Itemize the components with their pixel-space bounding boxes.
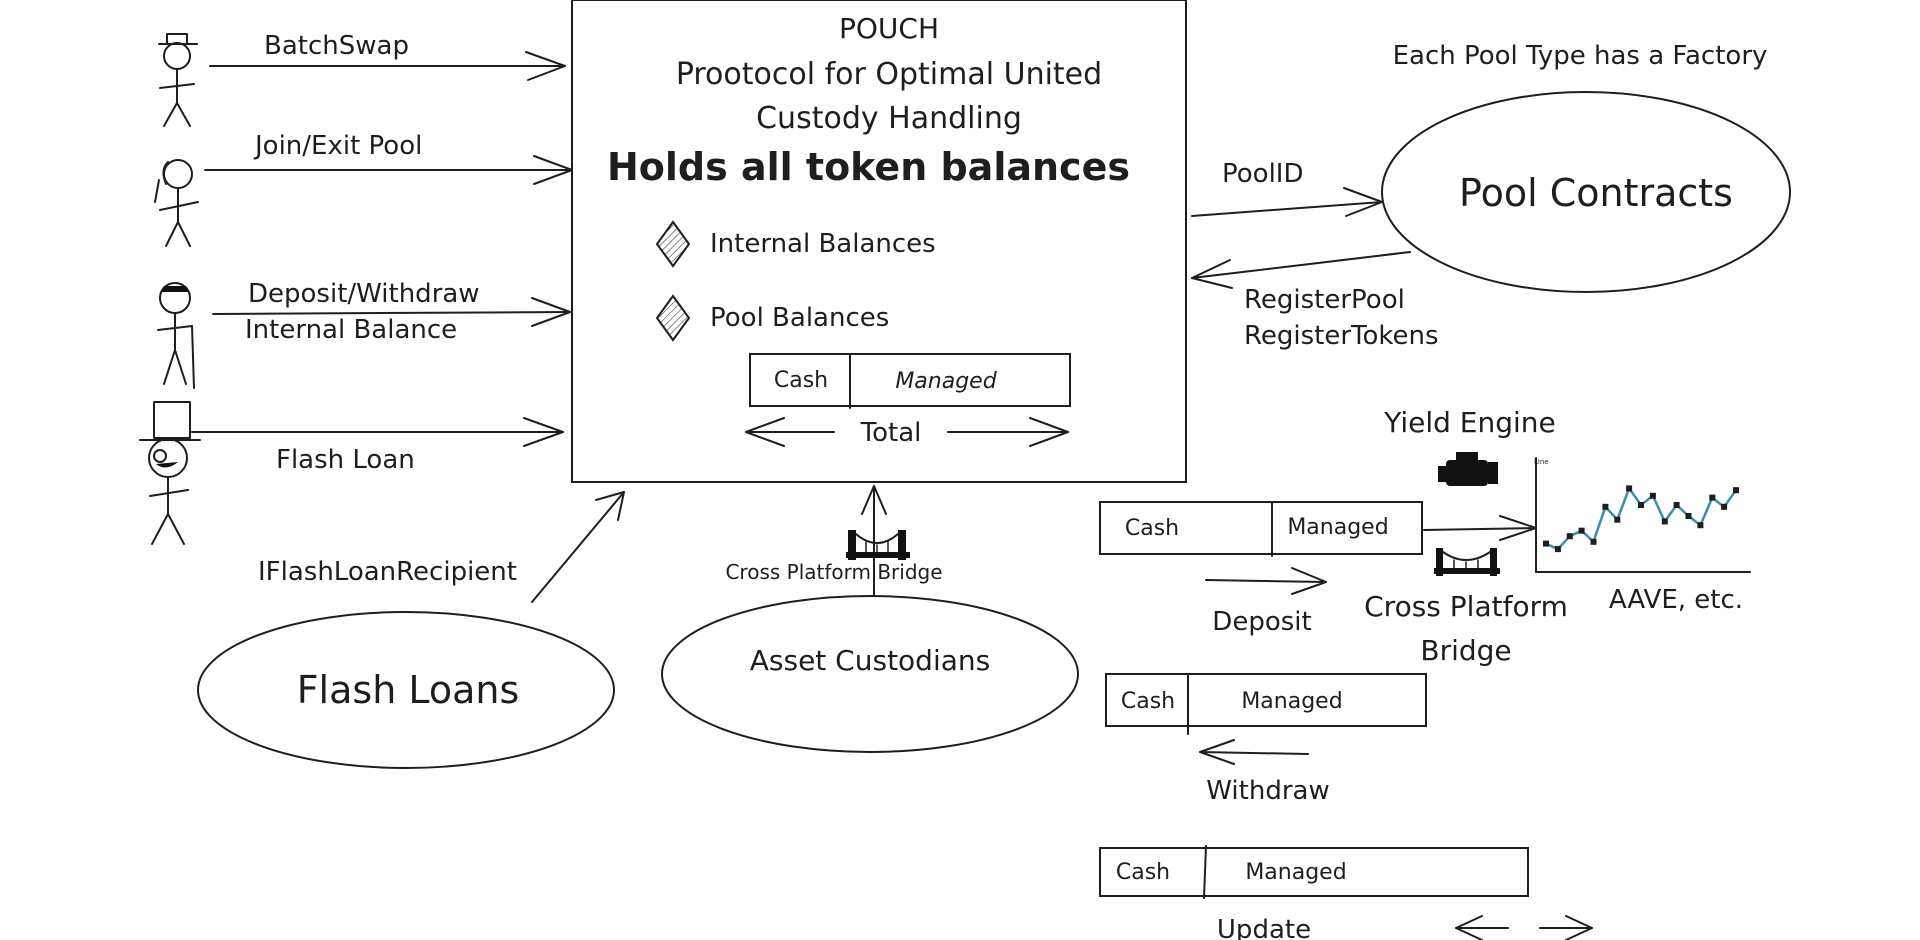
internal-balances-label: Internal Balances bbox=[710, 229, 936, 259]
mini-chart-point-8 bbox=[1638, 502, 1644, 508]
mini-chart-point-5 bbox=[1602, 503, 1609, 510]
yield-bridge-label-line1: Cross Platform bbox=[1364, 590, 1568, 623]
mini-chart-point-16 bbox=[1733, 487, 1739, 494]
pool-balances-label: Pool Balances bbox=[710, 303, 889, 333]
aave-label: AAVE, etc. bbox=[1609, 585, 1743, 615]
flash-loan-recipient-label: IFlashLoanRecipient bbox=[258, 557, 517, 587]
withdraw-managed-cell: Managed bbox=[1241, 689, 1342, 714]
cross-platform-bridge-label: Cross Platform Bridge bbox=[725, 560, 942, 584]
mini-chart-point-13 bbox=[1697, 522, 1704, 529]
withdraw-label: Withdraw bbox=[1206, 776, 1329, 806]
actor-with-hat-figure bbox=[158, 33, 198, 127]
mini-chart-point-1 bbox=[1554, 546, 1561, 553]
internal-balances-diamond-icon bbox=[655, 220, 691, 268]
mini-chart-axis-label: Line bbox=[1534, 458, 1549, 466]
batch-swap-label: BatchSwap bbox=[264, 31, 409, 61]
pouch-cash-cell: Cash bbox=[774, 368, 828, 393]
mini-chart-point-12 bbox=[1685, 513, 1692, 519]
flash-loans-ellipse bbox=[197, 611, 615, 769]
pouch-title: POUCH bbox=[839, 12, 939, 45]
flash-loans-label: Flash Loans bbox=[297, 668, 520, 712]
withdraw-cash-managed-bar: Cash Managed bbox=[1105, 673, 1427, 735]
flash-loan-recipient-arrow bbox=[531, 491, 625, 603]
yield-mini-chart: Line bbox=[1534, 457, 1751, 573]
actor-with-ponytail-figure bbox=[154, 159, 199, 247]
mini-chart-point-0 bbox=[1543, 540, 1549, 547]
internal-balance-label: Internal Balance bbox=[245, 315, 457, 345]
mini-chart-point-2 bbox=[1566, 533, 1573, 540]
join-exit-pool-label: Join/Exit Pool bbox=[253, 131, 422, 161]
pouch-subtitle-line2: Custody Handling bbox=[756, 101, 1022, 136]
deposit-managed-cell: Managed bbox=[1287, 515, 1388, 540]
mini-chart-point-7 bbox=[1626, 485, 1633, 492]
yield-bridge-label-line2: Bridge bbox=[1420, 634, 1511, 667]
flash-loan-label: Flash Loan bbox=[276, 445, 415, 475]
deposit-arrow bbox=[1205, 567, 1327, 595]
deposit-cash-cell: Cash bbox=[1125, 516, 1179, 541]
deposit-label: Deposit bbox=[1212, 607, 1311, 637]
factory-note: Each Pool Type has a Factory bbox=[1393, 41, 1768, 71]
deposit-cash-managed-bar: Cash Managed bbox=[1099, 501, 1423, 557]
flash-loan-arrow bbox=[191, 417, 564, 447]
pool-id-label: PoolID bbox=[1222, 159, 1303, 189]
update-label: Update bbox=[1217, 915, 1311, 940]
update-span-arrow bbox=[1455, 915, 1593, 940]
pouch-managed-cell: Managed bbox=[895, 369, 997, 394]
update-cash-cell: Cash bbox=[1116, 860, 1170, 885]
pool-balances-diamond-icon bbox=[655, 294, 691, 342]
mini-chart-point-10 bbox=[1661, 518, 1668, 525]
batch-swap-arrow bbox=[209, 51, 566, 81]
mini-chart-point-6 bbox=[1614, 516, 1621, 523]
mini-chart-point-14 bbox=[1709, 494, 1716, 501]
withdraw-cash-cell: Cash bbox=[1121, 689, 1175, 714]
actor-with-top-hat-figure bbox=[139, 401, 201, 545]
register-pool-arrow bbox=[1191, 251, 1411, 289]
update-cash-managed-bar: Cash Managed bbox=[1099, 845, 1529, 899]
yield-feed-arrow bbox=[1423, 515, 1537, 541]
asset-custodians-label: Asset Custodians bbox=[750, 644, 990, 677]
pouch-cash-managed-bar: Cash Managed bbox=[749, 353, 1071, 409]
pool-contracts-label: Pool Contracts bbox=[1459, 171, 1733, 215]
engine-icon bbox=[1438, 452, 1498, 486]
register-pool-label: RegisterPool bbox=[1244, 285, 1405, 315]
deposit-withdraw-label: Deposit/Withdraw bbox=[248, 279, 480, 309]
holds-token-balances-heading: Holds all token balances bbox=[607, 145, 1130, 189]
mini-chart-point-11 bbox=[1673, 502, 1680, 508]
update-managed-cell: Managed bbox=[1245, 860, 1346, 885]
withdraw-arrow bbox=[1199, 739, 1309, 765]
pool-contracts-ellipse bbox=[1381, 91, 1791, 293]
register-tokens-label: RegisterTokens bbox=[1244, 321, 1439, 351]
mini-chart-point-3 bbox=[1578, 527, 1585, 534]
custodians-up-arrow bbox=[861, 485, 887, 597]
yield-bridge-icon bbox=[1434, 548, 1500, 576]
pouch-subtitle-line1: Prootocol for Optimal United bbox=[676, 57, 1102, 92]
pool-id-arrow bbox=[1191, 187, 1383, 217]
yield-engine-label: Yield Engine bbox=[1383, 406, 1556, 439]
mini-chart-series-line bbox=[1545, 485, 1738, 551]
mini-chart-point-15 bbox=[1721, 503, 1728, 510]
mini-chart-point-4 bbox=[1590, 538, 1597, 545]
deposit-withdraw-arrow bbox=[212, 297, 571, 327]
total-label: Total bbox=[860, 418, 922, 448]
total-span-arrow bbox=[745, 417, 1069, 447]
asset-custodians-ellipse bbox=[661, 595, 1079, 753]
actor-with-bandana-figure bbox=[157, 282, 195, 389]
bridge-icon bbox=[846, 530, 910, 560]
mini-chart-point-9 bbox=[1649, 492, 1656, 499]
